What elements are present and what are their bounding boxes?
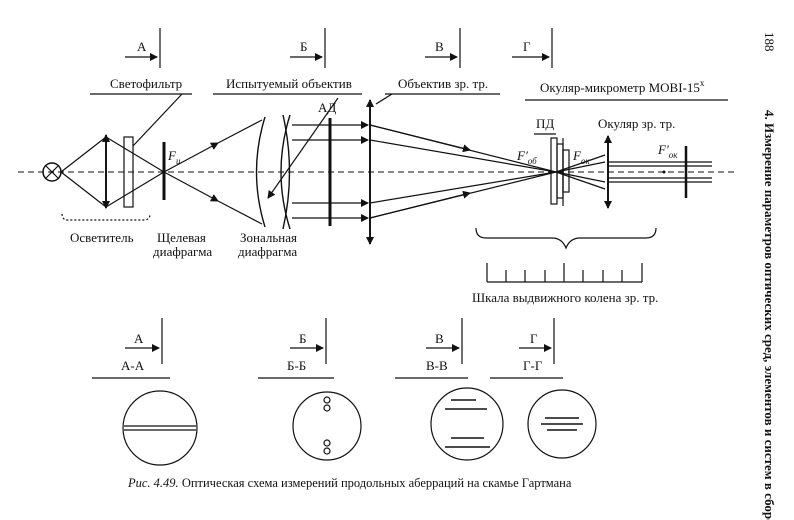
tube-ocular-label: Окуляр зр. тр. bbox=[598, 116, 675, 131]
cross-section-b-letter: Б bbox=[299, 331, 306, 346]
cross-section-v: В В-В bbox=[395, 318, 504, 461]
ocular-micrometer-label: Окуляр-микрометр МОВI-15x bbox=[540, 78, 705, 95]
zonal-diaphragm-label-1: Зональная bbox=[240, 230, 297, 245]
slit-diaphragm-label-2: диафрагма bbox=[153, 244, 212, 259]
slit-diaphragm-label-1: Щелевая bbox=[157, 230, 206, 245]
aperture-view-v bbox=[430, 387, 504, 461]
cross-section-a-letter: А bbox=[134, 331, 144, 346]
focus-fok-prime-label: F′ок bbox=[657, 142, 678, 160]
zonal-diaphragm-label-2: диафрагма bbox=[238, 244, 297, 259]
field-diaphragm-label: ПД bbox=[536, 116, 554, 131]
cross-section-g: Г Г-Г bbox=[490, 318, 597, 459]
light-filter-plate bbox=[123, 136, 134, 208]
scale-label: Шкала выдвижного колена зр. тр. bbox=[472, 290, 658, 305]
section-marker-g: Г bbox=[512, 28, 553, 68]
cross-section-a-label: А-А bbox=[121, 358, 145, 373]
cross-section-g-letter: Г bbox=[530, 331, 538, 346]
focus-fob-label: F′об bbox=[516, 148, 537, 166]
running-header: 4. Измерение параметров оптических сред,… bbox=[762, 110, 777, 520]
aperture-diaphragm-label: АД bbox=[318, 100, 336, 115]
cross-section-v-label: В-В bbox=[426, 358, 448, 373]
section-marker-b: Б bbox=[290, 28, 326, 68]
test-lens-label: Испытуемый объектив bbox=[226, 76, 352, 91]
aperture-view-a bbox=[122, 390, 198, 466]
aperture-view-g bbox=[527, 389, 597, 459]
extension-scale bbox=[486, 263, 643, 283]
focus-fok-label: Fок bbox=[572, 148, 590, 166]
section-v-letter: В bbox=[435, 39, 444, 54]
cross-section-v-letter: В bbox=[435, 331, 444, 346]
section-g-letter: Г bbox=[523, 39, 531, 54]
section-a-letter: А bbox=[137, 39, 147, 54]
aperture-view-b bbox=[292, 391, 362, 461]
test-lens bbox=[280, 114, 291, 230]
cross-section-b-label: Б-Б bbox=[287, 358, 306, 373]
focus-fi-label: Fи bbox=[167, 148, 181, 166]
section-marker-a: А bbox=[125, 28, 161, 68]
section-marker-v: В bbox=[425, 28, 461, 68]
page-number: 188 bbox=[762, 32, 777, 52]
scale-brace bbox=[475, 227, 657, 250]
tube-objective-label: Объектив зр. тр. bbox=[398, 76, 488, 91]
section-b-letter: Б bbox=[300, 39, 307, 54]
figure-caption: Рис. 4.49. Оптическая схема измерений пр… bbox=[127, 476, 572, 490]
illuminator-label: Осветитель bbox=[70, 230, 134, 245]
light-filter-label: Светофильтр bbox=[110, 76, 182, 91]
cross-section-g-label: Г-Г bbox=[523, 358, 543, 373]
cross-section-a: А А-А bbox=[92, 318, 198, 466]
cross-section-b: Б Б-Б bbox=[258, 318, 362, 461]
